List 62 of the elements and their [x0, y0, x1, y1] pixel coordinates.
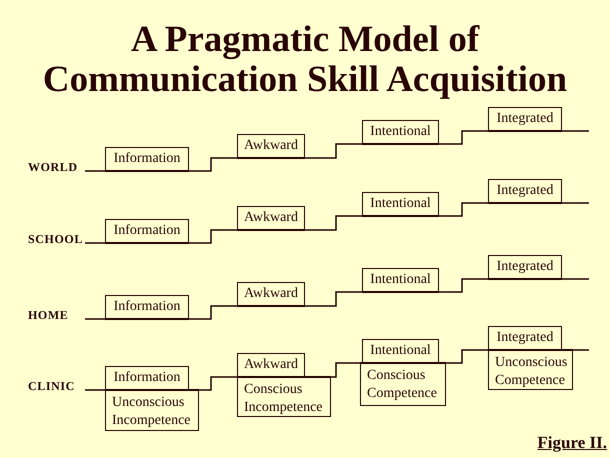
staircase-line — [439, 130, 488, 145]
stage-box — [362, 192, 439, 217]
stage-label: Information — [114, 151, 180, 167]
staircase-line — [562, 130, 589, 132]
staircase-line — [85, 242, 105, 244]
stage-box — [488, 255, 562, 280]
stage-box — [105, 389, 199, 431]
staircase-line — [439, 278, 488, 293]
stage-label: Information — [114, 370, 180, 386]
stage-box — [362, 120, 439, 145]
stage-box — [237, 206, 305, 231]
stage-box — [105, 147, 189, 172]
row-label: CLINIC — [28, 380, 75, 392]
stage-label: Intentional — [370, 272, 431, 288]
stage-box — [360, 362, 446, 406]
figure-caption: Figure II. — [537, 433, 607, 452]
stage-label: Unconscious Competence — [495, 355, 568, 388]
stage-box — [105, 295, 189, 320]
stage-label: Intentional — [370, 196, 431, 212]
row-label: WORLD — [28, 161, 78, 173]
stage-box — [362, 339, 439, 364]
stage-label: Awkward — [244, 138, 298, 154]
stage-box — [488, 349, 573, 390]
stage-box — [237, 376, 331, 417]
stage-box — [362, 268, 439, 293]
stage-label: Conscious Competence — [367, 368, 437, 401]
stage-label: Information — [114, 223, 180, 239]
row-label: SCHOOL — [28, 233, 83, 245]
stage-label: Unconscious Incompetence — [112, 395, 191, 428]
stage-label: Integrated — [496, 259, 554, 275]
stage-label: Information — [114, 299, 180, 315]
stage-box — [488, 326, 562, 351]
row-label: HOME — [28, 309, 68, 321]
stage-label: Awkward — [244, 286, 298, 302]
stage-box — [105, 366, 189, 391]
staircase-line — [439, 202, 488, 217]
stage-label: Conscious Incompetence — [244, 382, 323, 415]
staircase-line — [189, 229, 237, 244]
staircase-line — [305, 143, 362, 159]
stage-label: Awkward — [244, 210, 298, 226]
staircase-line — [562, 278, 589, 280]
stage-box — [488, 179, 562, 204]
stage-box — [105, 219, 189, 244]
stage-label: Awkward — [244, 357, 298, 373]
stage-label: Integrated — [496, 183, 554, 199]
staircase-line — [562, 202, 589, 204]
stage-label: Intentional — [370, 343, 431, 359]
stage-label: Integrated — [496, 330, 554, 346]
staircase-line — [85, 389, 105, 391]
title: A Pragmatic Model of Communication Skill Acquisition — [42, 20, 568, 100]
staircase-line — [85, 170, 105, 172]
staircase-line — [305, 215, 362, 231]
stage-box — [488, 107, 562, 132]
staircase-line — [305, 291, 362, 307]
stage-box — [237, 353, 305, 378]
staircase-line — [85, 318, 105, 320]
stage-box — [237, 282, 305, 307]
stage-box — [237, 134, 305, 159]
staircase-line — [189, 305, 237, 320]
staircase-line — [189, 157, 237, 172]
stage-label: Integrated — [496, 111, 554, 127]
stage-label: Intentional — [370, 124, 431, 140]
